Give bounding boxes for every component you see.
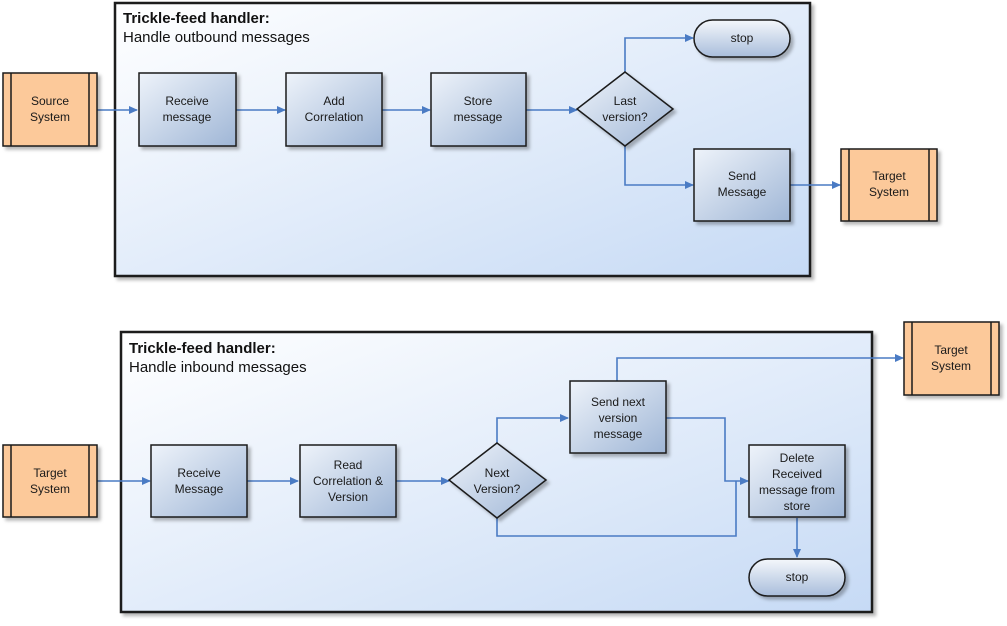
inbound-target-system-out-node: Target System — [903, 321, 1000, 396]
send-next-label-line1: Send next — [591, 395, 646, 409]
add-correlation-label-line1: Add — [323, 94, 344, 108]
inbound-panel-subtitle: Handle inbound messages — [129, 359, 307, 376]
receive-message-node: Receive message — [138, 72, 237, 147]
inbound-receive-label-line2: Message — [175, 482, 224, 496]
inbound-stop-label: stop — [786, 570, 809, 584]
inbound-target-out-label-line1: Target — [934, 343, 968, 357]
send-label-line2: Message — [718, 185, 767, 199]
inbound-target-in-label-line2: System — [30, 482, 70, 496]
inbound-stop-terminator: stop — [748, 558, 846, 597]
outbound-target-label-line2: System — [869, 185, 909, 199]
outbound-target-label-line1: Target — [872, 169, 906, 183]
inbound-target-in-label-line1: Target — [33, 466, 67, 480]
delete-label-line1: Delete — [780, 451, 815, 465]
send-next-label-line3: message — [594, 427, 643, 441]
delete-label-line2: Received — [772, 467, 822, 481]
inbound-connectors — [97, 354, 904, 558]
arrow-decision-to-send-next — [496, 414, 569, 443]
outbound-stop-label: stop — [731, 31, 754, 45]
read-correlation-label-line1: Read — [334, 458, 363, 472]
source-system-node: Source System — [2, 72, 98, 147]
send-message-node: Send Message — [693, 148, 791, 222]
add-correlation-node: Add Correlation — [285, 72, 383, 147]
read-correlation-node: Read Correlation & Version — [299, 444, 397, 518]
send-next-version-node: Send next version message — [569, 380, 667, 454]
delete-received-node: Delete Received message from store — [748, 444, 846, 518]
outbound-panel-title: Trickle-feed handler: — [123, 10, 270, 27]
next-version-decision: Next Version? — [447, 442, 548, 519]
inbound-receive-label-line1: Receive — [177, 466, 221, 480]
outbound-target-system-node: Target System — [840, 148, 938, 222]
arrow-send-next-to-target — [616, 354, 904, 381]
source-system-label-line1: Source — [31, 94, 69, 108]
send-label-line1: Send — [728, 169, 756, 183]
inbound-receive-message-node: Receive Message — [150, 444, 248, 518]
last-version-decision: Last version? — [575, 71, 675, 147]
next-version-label-line2: Version? — [474, 482, 521, 496]
add-correlation-label-line2: Correlation — [305, 110, 364, 124]
receive-label-line1: Receive — [165, 94, 209, 108]
decision-label-line1: Last — [614, 94, 637, 108]
inbound-target-out-label-line2: System — [931, 359, 971, 373]
delete-label-line4: store — [784, 499, 811, 513]
read-correlation-label-line3: Version — [328, 490, 368, 504]
outbound-panel-subtitle: Handle outbound messages — [123, 29, 310, 46]
store-message-node: Store message — [430, 72, 527, 147]
delete-label-line3: message from — [759, 483, 835, 497]
send-next-label-line2: version — [599, 411, 638, 425]
inbound-panel-title: Trickle-feed handler: — [129, 340, 276, 357]
outbound-connectors — [97, 34, 841, 189]
next-version-label-line1: Next — [485, 466, 510, 480]
arrow-decision-to-send — [624, 146, 694, 189]
inbound-target-system-node: Target System — [2, 444, 98, 518]
decision-label-line2: version? — [602, 110, 648, 124]
store-label-line1: Store — [464, 94, 493, 108]
arrow-decision-to-delete — [496, 481, 737, 537]
source-system-label-line2: System — [30, 110, 70, 124]
receive-label-line2: message — [163, 110, 212, 124]
outbound-stop-terminator: stop — [693, 19, 791, 58]
store-label-line2: message — [454, 110, 503, 124]
arrow-decision-to-stop — [624, 34, 694, 72]
read-correlation-label-line2: Correlation & — [313, 474, 383, 488]
